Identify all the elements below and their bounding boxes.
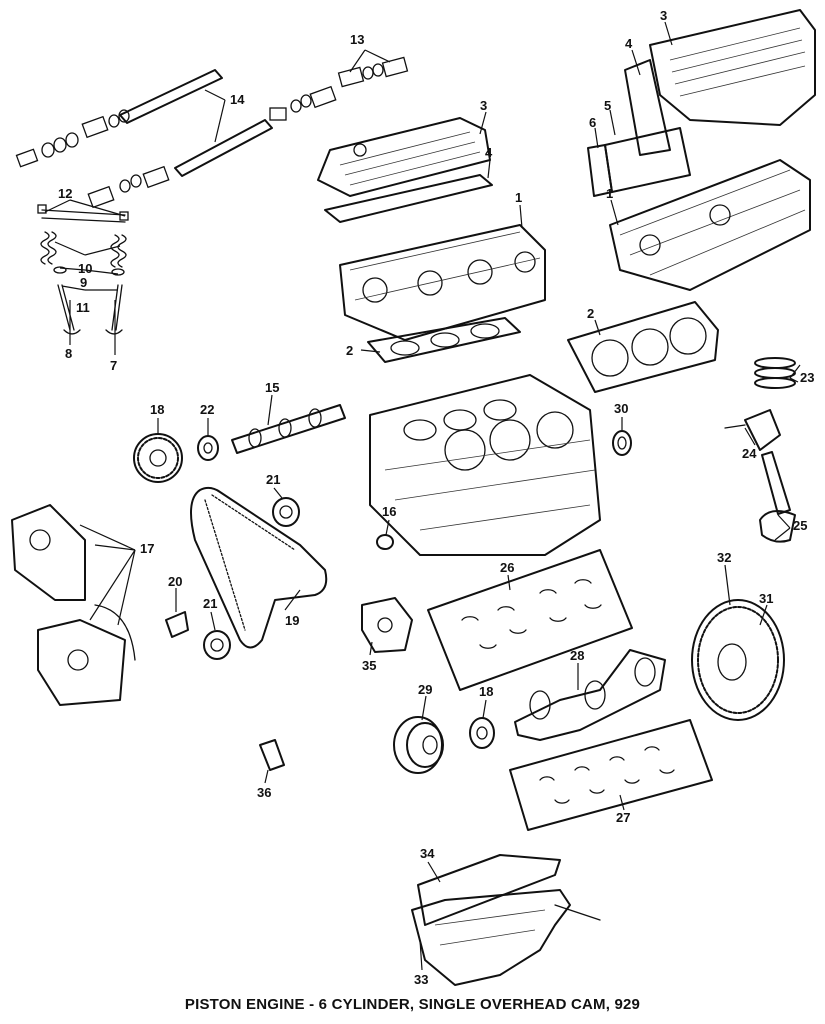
callout-5: 5 [604,98,611,113]
crankshaft [514,649,666,741]
callout-18-bottom: 18 [479,684,493,699]
callout-16: 16 [382,504,396,519]
cylinder-block [369,374,601,556]
rocker-arm-group [337,56,409,88]
callout-31: 31 [759,591,773,606]
idler-pulleys [165,497,300,660]
small-gear [197,435,219,461]
callout-labels: 1 1 2 2 3 3 4 4 5 6 7 8 9 10 11 12 13 14… [58,8,814,987]
callout-25: 25 [793,518,807,533]
callout-11: 11 [76,300,90,315]
callout-29: 29 [418,682,432,697]
bearing-set-upper [427,549,633,691]
callout-36: 36 [257,785,271,800]
head-gasket-left [367,317,521,363]
callout-30: 30 [614,401,628,416]
callout-2-left: 2 [346,343,353,358]
callout-23: 23 [800,370,814,385]
callout-20: 20 [168,574,182,589]
callout-4-left: 4 [485,145,493,160]
oil-pump [361,597,413,653]
callout-26: 26 [500,560,514,575]
bearing-set-lower [509,719,713,831]
callout-21-bottom: 21 [203,596,217,611]
callout-33: 33 [414,972,428,987]
oil-pan [411,889,601,986]
valve-cover-left [317,117,491,197]
callout-1-left: 1 [515,190,522,205]
callout-12: 12 [58,186,72,201]
callout-19: 19 [285,613,299,628]
callout-34: 34 [420,846,435,861]
callout-6: 6 [589,115,596,130]
callout-7: 7 [110,358,117,373]
valve-train-parts [37,204,129,335]
callout-14: 14 [230,92,245,107]
oil-pan-gasket [417,854,561,926]
callout-4-right: 4 [625,36,633,51]
callout-32: 32 [717,550,731,565]
callout-13: 13 [350,32,364,47]
oil-seals [376,430,632,550]
camshaft [231,404,346,454]
cylinder-head-left [339,224,546,341]
callout-21-top: 21 [266,472,280,487]
callout-27: 27 [616,810,630,825]
callout-1-right: 1 [606,186,613,201]
diagram-caption: PISTON ENGINE - 6 CYLINDER, SINGLE OVERH… [184,996,641,1013]
cylinder-head-right [609,159,811,291]
callout-8: 8 [65,346,72,361]
flywheel [691,599,785,721]
rocker-shaft-assembly [15,69,337,209]
head-gasket-right [567,301,719,393]
callout-15: 15 [265,380,279,395]
callout-35: 35 [362,658,376,673]
callout-24: 24 [742,446,757,461]
callout-17: 17 [140,541,154,556]
valve-cover-right [649,9,816,126]
callout-2-right: 2 [587,306,594,321]
camshaft-pulley [133,433,183,483]
oil-strainer-bracket [259,739,285,771]
piston-assembly [724,357,796,543]
callout-3-right: 3 [660,8,667,23]
valve-cover-gaskets [324,59,691,223]
leader-lines [44,21,801,971]
crankshaft-pulley [393,716,444,774]
timing-covers [11,504,136,706]
callout-22: 22 [200,402,214,417]
timing-belt [190,486,328,649]
callout-18-top: 18 [150,402,164,417]
callout-9: 9 [80,275,87,290]
callout-10: 10 [78,261,92,276]
crankshaft-sprocket [469,717,495,749]
callout-28: 28 [570,648,584,663]
callout-3-left: 3 [480,98,487,113]
